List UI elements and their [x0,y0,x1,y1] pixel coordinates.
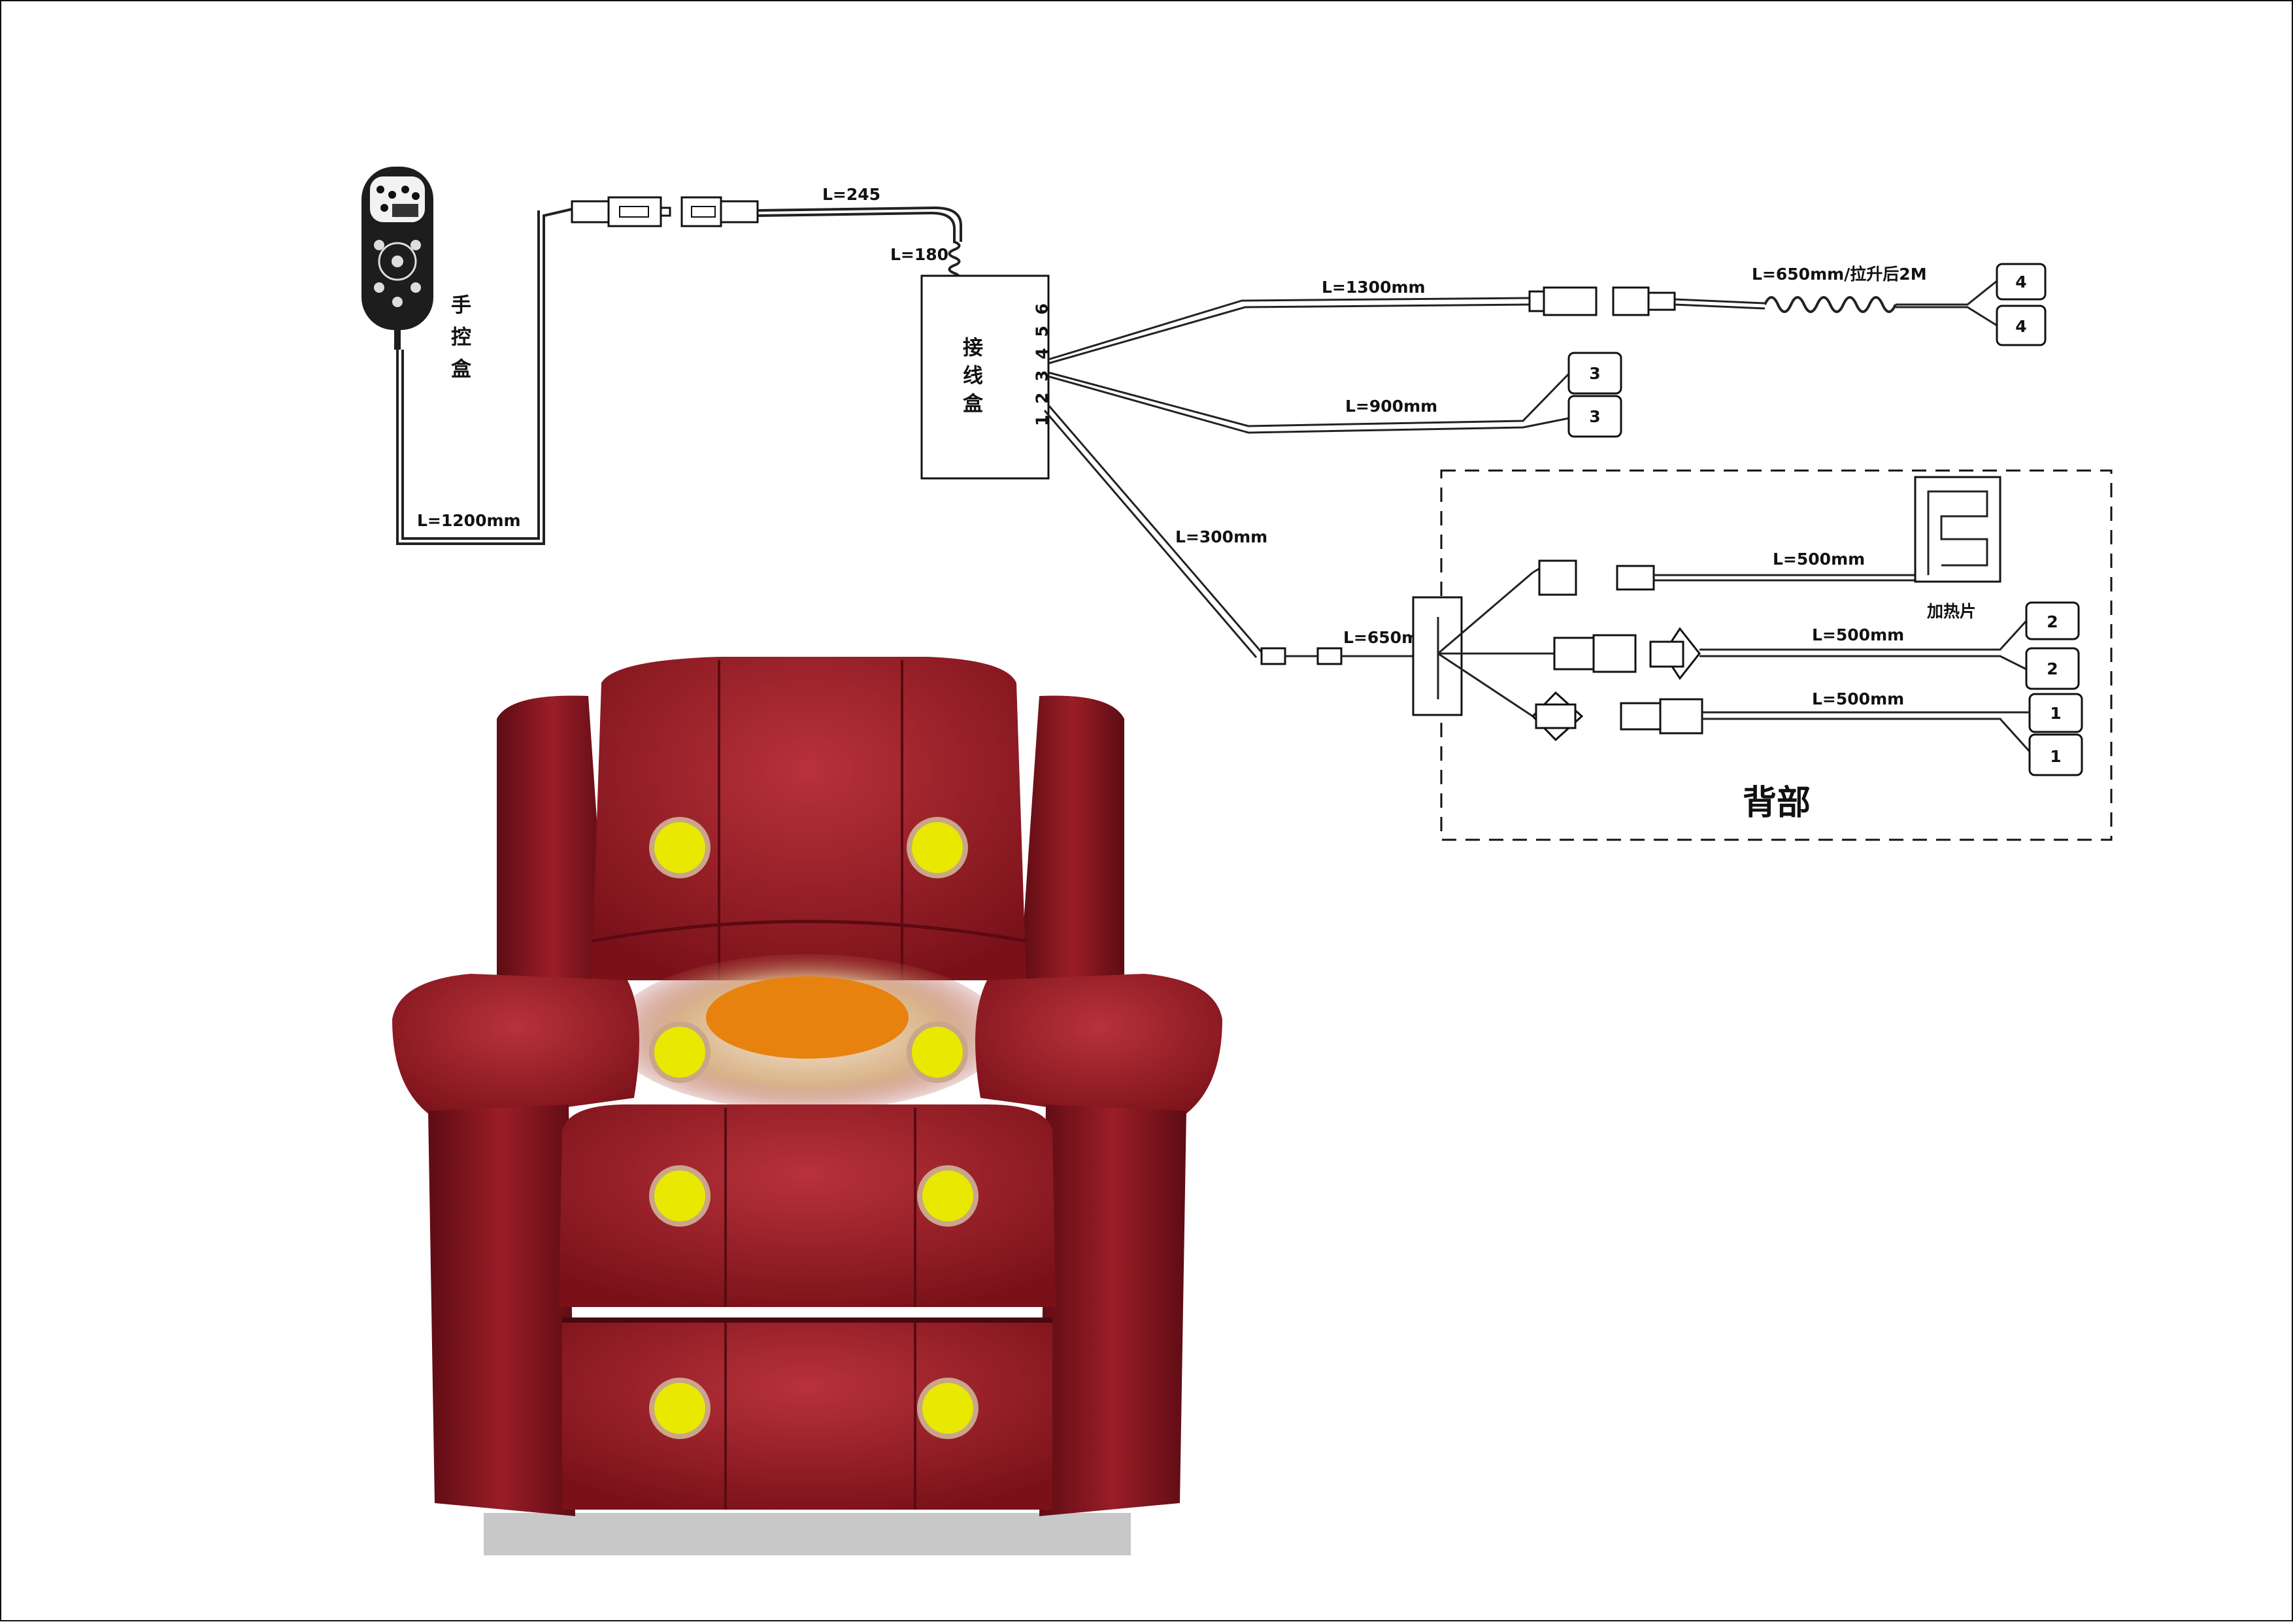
massage-point-1 [654,822,705,873]
svg-text:1: 1 [2050,747,2061,766]
massage-points [649,817,979,1439]
svg-text:2: 2 [2047,612,2058,631]
connector-3a: 3 [1567,352,1622,395]
cable-length-heater: L=500mm [1773,550,1865,569]
back-section-label: 背部 [1743,784,1811,823]
cable-length-ext: L=245 [822,185,880,204]
connector-1b: 1 [2028,733,2083,776]
remote-control [361,167,433,350]
junction-box-ports: 1 2 3 4 5 6 [1033,301,1052,426]
connector-4a: 4 [1996,263,2047,301]
connector-4b: 4 [1996,305,2047,346]
connector-2b: 2 [2025,647,2080,690]
connector-2a: 2 [2025,601,2080,640]
cable-length-back-feed: L=300mm [1175,527,1267,546]
cable-length-coil: L=180 [890,245,948,264]
massage-point-4 [912,1027,963,1078]
cable-length-remote: L=1200mm [417,511,521,530]
massage-point-2 [912,822,963,873]
svg-text:3: 3 [1589,364,1600,383]
heater-connector [1538,559,1655,596]
remote-label: 手控盒 [447,294,471,390]
extension-connector [571,196,759,227]
row2-connector [1553,627,1701,680]
connector-3b: 3 [1567,395,1622,438]
heater-label: 加热片 [1926,602,1976,621]
motor-top-connector [1528,286,1676,316]
cable-length-row1: L=500mm [1812,689,1904,708]
junction-box [920,274,1050,480]
massage-point-5 [654,1170,705,1221]
motor-top-coil [1764,296,1897,313]
svg-text:4: 4 [2015,273,2026,291]
junction-box-label: 接线盒 [959,337,983,421]
cable-length-motor-top-ext: L=650mm/拉升后2M [1752,265,1927,284]
massage-point-6 [922,1170,973,1221]
svg-text:1: 1 [2050,704,2061,723]
recliner-chair [392,657,1222,1555]
cable-length-motor-mid: L=900mm [1345,397,1437,416]
heater-pad [1914,476,2001,583]
svg-text:2: 2 [2047,659,2058,678]
heating-zone [706,976,909,1059]
cable-length-motor-top: L=1300mm [1322,278,1426,297]
row1-connector [1531,691,1703,742]
svg-text:4: 4 [2015,317,2026,336]
svg-text:3: 3 [1589,407,1600,426]
massage-point-3 [654,1027,705,1078]
connector-1a: 1 [2028,693,2083,733]
cable-length-row2: L=500mm [1812,625,1904,644]
massage-point-7 [654,1383,705,1434]
massage-point-8 [922,1383,973,1434]
